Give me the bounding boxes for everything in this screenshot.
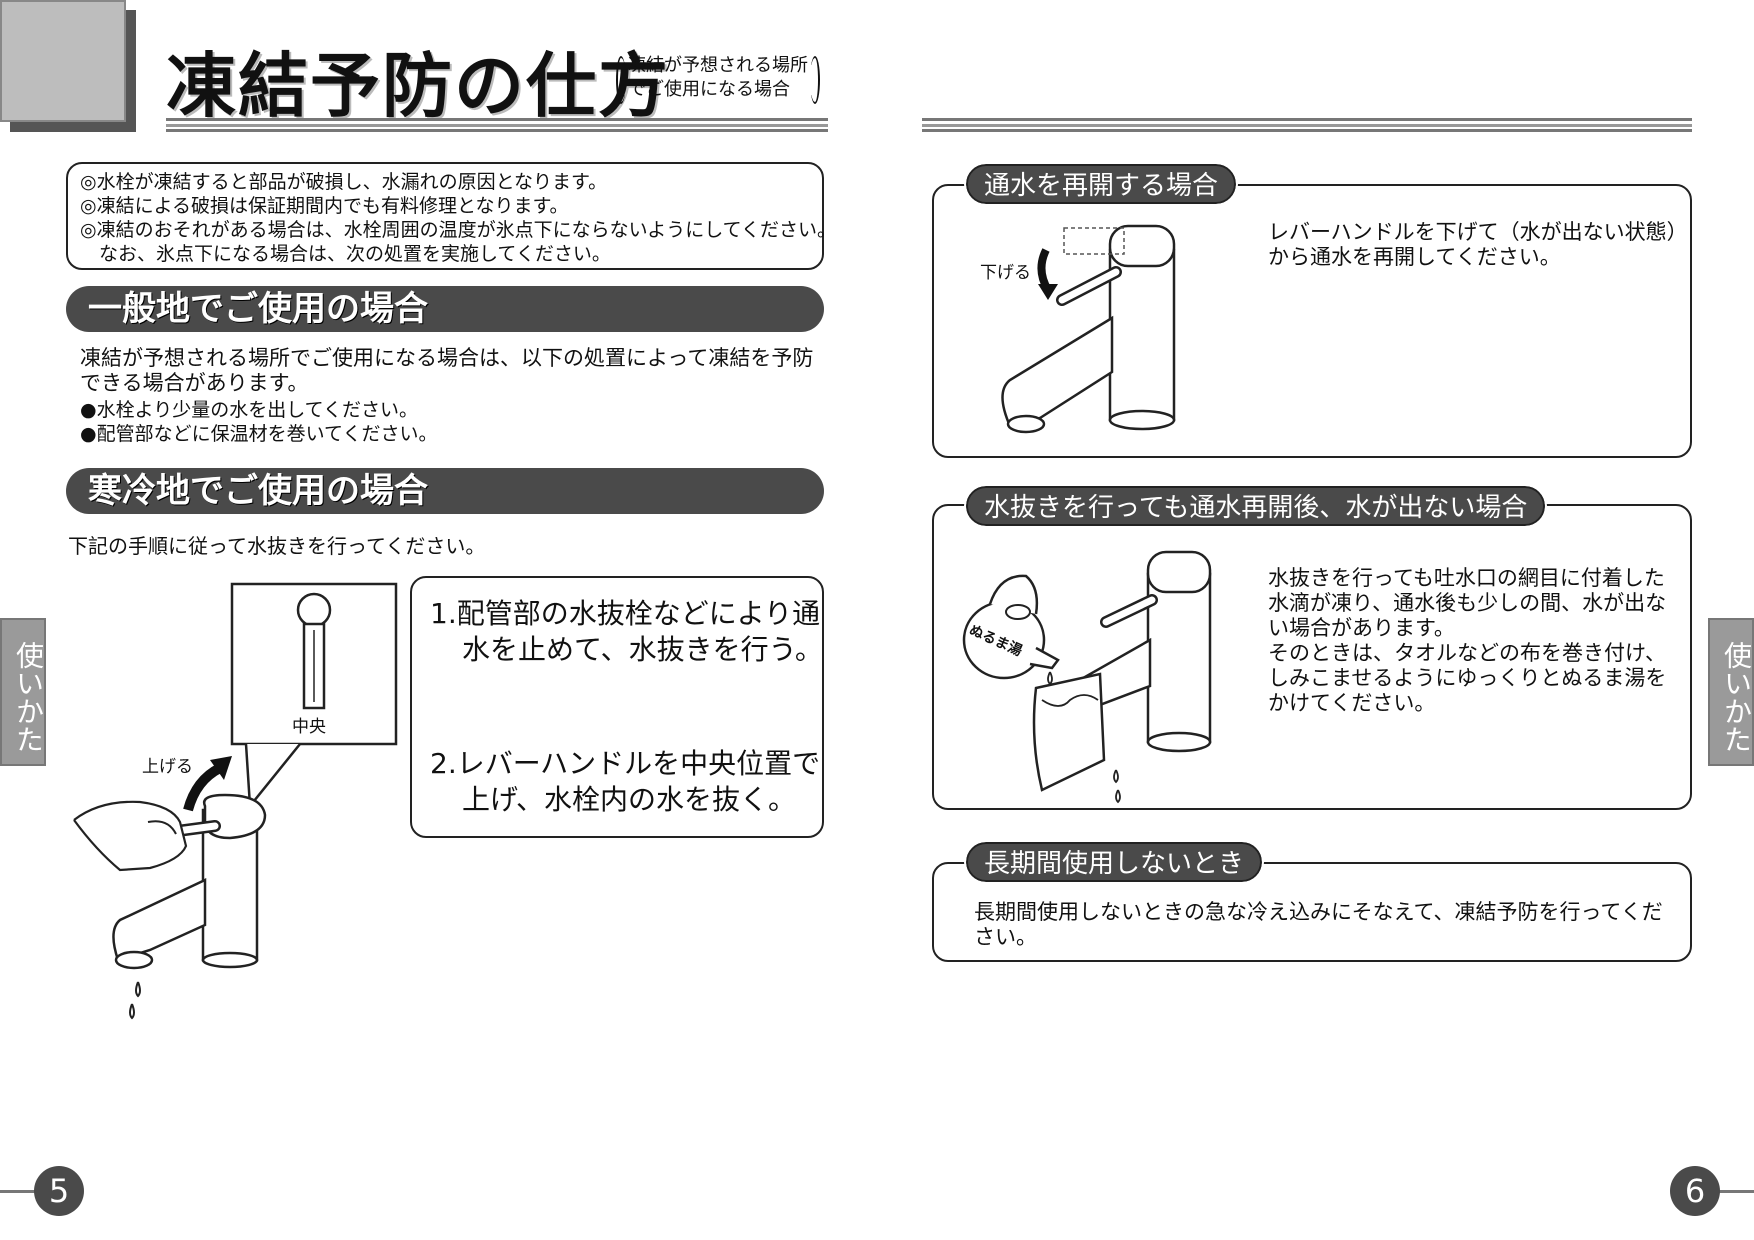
general-intro-line: できる場合があります。 <box>80 371 309 395</box>
resume-text-line: レバーハンドルを下げて（水が出ない状態） <box>1268 220 1688 244</box>
raise-label: 上げる <box>142 757 193 777</box>
longterm-text-line: 長期間使用しないときの急な冷え込みにそなえて、凍結予防を行ってくだ <box>974 900 1663 924</box>
side-tab-left: 使いかた <box>0 618 46 766</box>
nowater-text: 水抜きを行っても吐水口の網目に付着した 水滴が凍り、通水後も少しの間、水が出な … <box>1268 566 1666 716</box>
nowater-text-line: そのときは、タオルなどの布を巻き付け、 <box>1268 641 1666 665</box>
page-number-left: 5 <box>34 1166 84 1216</box>
note-line: ◎凍結のおそれがある場合は、水栓周囲の温度が氷点下にならないようにしてください。 <box>80 219 837 241</box>
corner-block <box>0 0 126 122</box>
bullet-item: ●水栓より少量の水を出してください。 <box>80 399 419 421</box>
general-intro: 凍結が予想される場所でご使用になる場合は、以下の処置によって凍結を予防 できる場… <box>80 346 830 396</box>
page-line-left <box>0 1190 40 1193</box>
page-number-right: 6 <box>1670 1166 1720 1216</box>
inset-center-label: 中央 <box>292 717 326 737</box>
note-line: ◎水栓が凍結すると部品が破損し、水漏れの原因となります。 <box>80 171 608 193</box>
cold-intro: 下記の手順に従って水抜きを行ってください。 <box>68 534 486 558</box>
step-2: 2.レバーハンドルを中央位置で 上げ、水栓内の水を抜く。 <box>430 746 820 818</box>
page-subtitle: 凍結が予想される場所 でご使用になる場合 <box>616 54 820 104</box>
subtitle-line-1: 凍結が予想される場所 <box>628 55 808 76</box>
step-number: 2. <box>430 747 457 780</box>
step-number: 1. <box>430 597 457 630</box>
header-rule-left <box>166 118 828 132</box>
note-line: ◎凍結による破損は保証期間内でも有料修理となります。 <box>80 195 569 217</box>
warning-notes-box: ◎水栓が凍結すると部品が破損し、水漏れの原因となります。 ◎凍結による破損は保証… <box>66 162 837 270</box>
nowater-text-line: 水抜きを行っても吐水口の網目に付着した <box>1268 566 1665 590</box>
general-heading: 一般地でご使用の場合 <box>66 286 824 332</box>
nowater-text-line: い場合があります。 <box>1268 616 1455 640</box>
cold-heading: 寒冷地でご使用の場合 <box>66 468 824 514</box>
header-rule-right <box>922 118 1692 132</box>
step-text: 水を止めて、水抜きを行う。 <box>462 633 823 666</box>
resume-box <box>932 184 1692 458</box>
general-intro-line: 凍結が予想される場所でご使用になる場合は、以下の処置によって凍結を予防 <box>80 346 814 370</box>
bullet-item: ●配管部などに保温材を巻いてください。 <box>80 423 438 445</box>
note-line: なお、氷点下になる場合は、次の処置を実施してください。 <box>80 243 611 265</box>
side-tab-right: 使いかた <box>1708 618 1754 766</box>
step-1: 1.配管部の水抜栓などにより通 水を止めて、水抜きを行う。 <box>430 596 823 668</box>
general-bullets: ●水栓より少量の水を出してください。 ●配管部などに保温材を巻いてください。 <box>80 398 437 446</box>
longterm-tag: 長期間使用しないとき <box>963 840 1265 884</box>
subtitle-line-2: でご使用になる場合 <box>628 79 790 100</box>
step-text: 配管部の水抜栓などにより通 <box>456 597 821 630</box>
step-text: 上げ、水栓内の水を抜く。 <box>462 783 797 816</box>
page-line-right <box>1714 1190 1754 1193</box>
nowater-text-line: しみこませるようにゆっくりとぬるま湯を <box>1268 666 1667 690</box>
resume-tag: 通水を再開する場合 <box>963 162 1239 206</box>
steps-box: 1.配管部の水抜栓などにより通 水を止めて、水抜きを行う。 2.レバーハンドルを… <box>410 576 824 838</box>
longterm-text-line: さい。 <box>974 925 1037 949</box>
longterm-text: 長期間使用しないときの急な冷え込みにそなえて、凍結予防を行ってくだ さい。 <box>974 900 1663 950</box>
lower-label: 下げる <box>980 263 1031 283</box>
nowater-tag: 水抜きを行っても通水再開後、水が出ない場合 <box>963 484 1548 528</box>
nowater-text-line: 水滴が凍り、通水後も少しの間、水が出な <box>1268 591 1667 615</box>
step-text: レバーハンドルを中央位置で <box>456 747 821 780</box>
resume-text: レバーハンドルを下げて（水が出ない状態） から通水を再開してください。 <box>1268 220 1688 270</box>
nowater-text-line: かけてください。 <box>1268 691 1436 715</box>
page-title: 凍結予防の仕方 <box>166 45 670 127</box>
resume-text-line: から通水を再開してください。 <box>1268 245 1561 269</box>
